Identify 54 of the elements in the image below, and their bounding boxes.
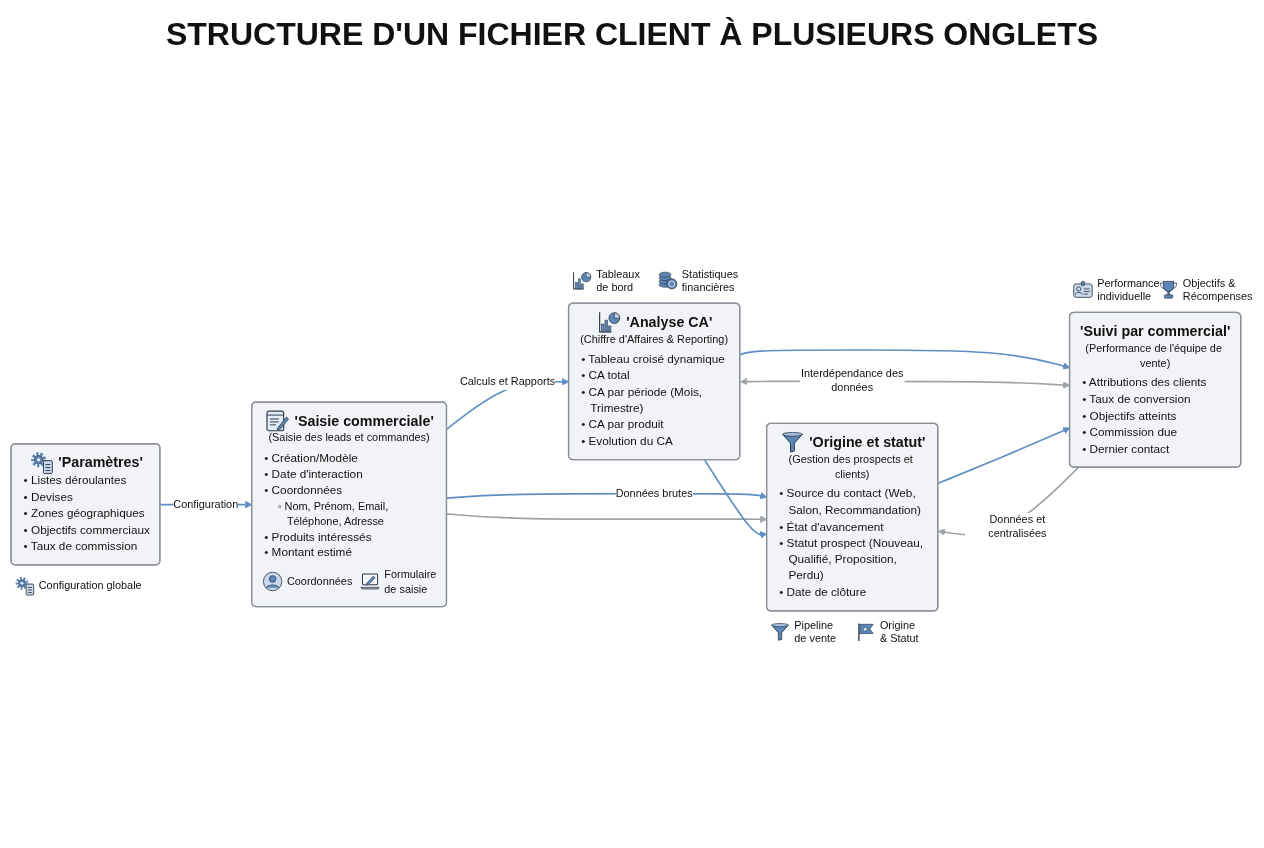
icon-caption: Origine & Statut: [879, 619, 919, 644]
icon-caption: Configuration globale: [38, 579, 142, 592]
list-item: • Coordonnées: [263, 482, 344, 499]
list-item: • CA total: [580, 367, 631, 384]
list-item: • Taux de conversion: [1081, 391, 1192, 408]
tab-title: 'Analyse CA': [626, 314, 713, 331]
tab-title: 'Origine et statut': [809, 434, 926, 451]
icon-caption: Objectifs & Récompenses: [1182, 277, 1253, 302]
list-item: • Statut prospect (Nouveau, Qualifié, Proposition, Perdu): [778, 535, 925, 585]
edge-label: Calculs et Rapports: [459, 375, 556, 390]
tab-card: [1068, 311, 1242, 468]
tab-card: [765, 422, 939, 612]
icon-caption: Performance individuelle: [1097, 277, 1160, 302]
icon-caption: Pipeline de vente: [794, 619, 837, 644]
list-item: • Date d'interaction: [263, 466, 364, 483]
list-item: • CA par période (Mois, Trimestre): [580, 383, 704, 417]
list-item: • Produits intéressés: [263, 528, 373, 545]
list-item: • Montant estimé: [263, 544, 353, 562]
list-item: • Date de clôture: [778, 584, 868, 601]
edge-label: Données et centralisées: [987, 513, 1048, 542]
subtitle-text: (Gestion des prospects et clients): [787, 452, 914, 482]
list-item: • Listes déroulantes: [22, 472, 128, 489]
list-item: • Source du contact (Web, Salon, Recommandation): [778, 485, 922, 519]
icon-caption: Statistiques financières: [681, 268, 739, 293]
list-item: • Commission due: [1081, 424, 1178, 441]
tab-card: [567, 302, 741, 461]
list-item: • Tableau croisé dynamique: [580, 350, 726, 368]
icon-caption: Coordonnées: [286, 575, 353, 590]
subtitle-text: (Performance de l'équipe de vente): [1084, 341, 1223, 371]
subtitle-text: (Chiffre d'Affaires & Reporting): [579, 331, 730, 347]
tab-title: 'Saisie commerciale': [294, 412, 434, 429]
list-item: • Dernier contact: [1081, 440, 1171, 457]
tab-title: 'Paramètres': [58, 454, 143, 471]
icon-caption: Formulaire de saisie: [384, 568, 437, 597]
list-item: • Taux de commission: [22, 538, 139, 555]
list-item: • Création/Modèle: [263, 449, 359, 466]
list-item: • Attributions des clients: [1081, 374, 1208, 392]
list-item: • Objectifs commerciaux: [22, 521, 150, 539]
sub-list-item: ◦ Nom, Prénom, Email, Téléphone, Adresse: [276, 499, 390, 529]
list-item: • Evolution du CA: [580, 433, 674, 450]
edge-label: Interdépendance des données: [799, 366, 905, 396]
edge-label: Données brutes: [615, 487, 693, 502]
list-item: • Devises: [22, 488, 74, 506]
diagram-title: STRUCTURE D'UN FICHIER CLIENT À PLUSIEURS ONGLETS: [165, 16, 1099, 53]
icon-caption: Tableaux de bord: [596, 268, 640, 293]
tab-card: [251, 401, 448, 608]
list-item: • CA par produit: [580, 416, 665, 433]
tab-card: [10, 443, 161, 566]
subtitle-text: (Saisie des leads et commandes): [267, 430, 431, 446]
tab-title: 'Suivi par commercial': [1080, 323, 1231, 340]
list-item: • Zones géographiques: [22, 505, 146, 522]
edge-label: Configuration: [173, 498, 239, 513]
list-item: • État d'avancement: [778, 518, 885, 535]
list-item: • Objectifs atteints: [1081, 407, 1178, 424]
